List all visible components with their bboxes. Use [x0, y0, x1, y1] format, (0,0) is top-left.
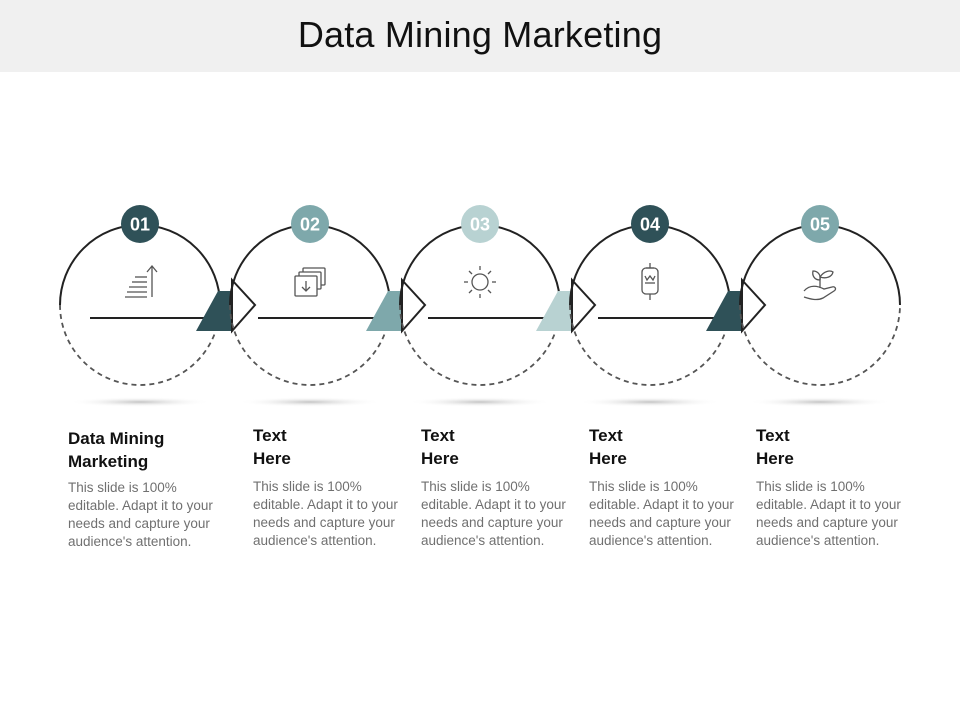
- step-1-arrow-outline: [231, 277, 257, 334]
- title-bar: [0, 0, 960, 72]
- plant-in-hand-icon: [803, 270, 837, 301]
- step-5-caption: This slide is 100% editable. Adapt it to…: [756, 478, 904, 550]
- step-3-badge: [461, 205, 499, 243]
- step-2-arrow-fill: [366, 291, 402, 331]
- step-2-caption: This slide is 100% editable. Adapt it to…: [253, 478, 401, 550]
- step-4-badge: [631, 205, 669, 243]
- step-2-arrow-outline: [401, 277, 427, 334]
- step-3-heading-box: Text Here: [421, 424, 471, 470]
- step-2: 02: [229, 205, 427, 407]
- step-5-lower-arc: [739, 304, 901, 386]
- download-cards-icon: [294, 267, 326, 297]
- step-1-lower-arc: [59, 304, 221, 386]
- step-5-badge-number: 05: [810, 215, 830, 235]
- step-2-description: This slide is 100% editable. Adapt it to…: [253, 479, 398, 548]
- step-5: 05: [739, 205, 901, 407]
- step-1-description: This slide is 100% editable. Adapt it to…: [68, 480, 213, 549]
- sun-icon: [464, 266, 496, 298]
- step-4-arrow-outline: [741, 277, 767, 334]
- step-5-heading: Text Here: [756, 426, 794, 468]
- step-3-badge-number: 03: [470, 215, 490, 235]
- step-4-heading: Text Here: [589, 426, 627, 468]
- step-2-lower-arc: [229, 304, 391, 386]
- step-2-shadow: [238, 397, 382, 407]
- step-3-description: This slide is 100% editable. Adapt it to…: [421, 479, 566, 548]
- step-3-arrow-fill: [536, 291, 572, 331]
- step-5-shadow: [748, 397, 892, 407]
- bottle-icon: [641, 263, 659, 300]
- step-4-arrow-fill: [706, 291, 742, 331]
- step-4-lower-arc: [569, 304, 731, 386]
- step-1-arrow-fill: [196, 291, 232, 331]
- step-1-shadow: [68, 397, 212, 407]
- step-3-lower-arc: [399, 304, 561, 386]
- page-title: Data Mining Marketing: [297, 14, 663, 55]
- step-1-caption: Data Mining Marketing This slide is 100%…: [68, 427, 218, 551]
- step-2-heading: Text Here: [253, 426, 291, 468]
- step-4-heading-box: Text Here: [589, 424, 639, 470]
- step-1-badge-number: 01: [130, 215, 150, 235]
- step-3-shadow: [408, 397, 552, 407]
- step-2-badge-number: 02: [300, 215, 320, 235]
- step-4-description: This slide is 100% editable. Adapt it to…: [589, 479, 734, 548]
- staircase-up-arrow-icon: [125, 264, 158, 298]
- step-1-heading: Data Mining Marketing: [68, 429, 165, 471]
- step-4-badge-number: 04: [640, 215, 660, 235]
- step-2-heading-box: Text Here: [253, 424, 303, 470]
- step-5-heading-box: Text Here: [756, 424, 806, 470]
- step-3-arrow-outline: [571, 277, 597, 334]
- step-4-shadow: [578, 397, 722, 407]
- step-3-heading: Text Here: [421, 426, 459, 468]
- step-1-badge: [121, 205, 159, 243]
- step-4-caption: This slide is 100% editable. Adapt it to…: [589, 478, 737, 550]
- step-3-caption: This slide is 100% editable. Adapt it to…: [421, 478, 569, 550]
- step-1: 01: [59, 205, 257, 407]
- step-3: 03: [399, 205, 597, 407]
- step-4: 04: [569, 205, 767, 407]
- step-5-badge: [801, 205, 839, 243]
- step-2-badge: [291, 205, 329, 243]
- step-5-description: This slide is 100% editable. Adapt it to…: [756, 479, 901, 548]
